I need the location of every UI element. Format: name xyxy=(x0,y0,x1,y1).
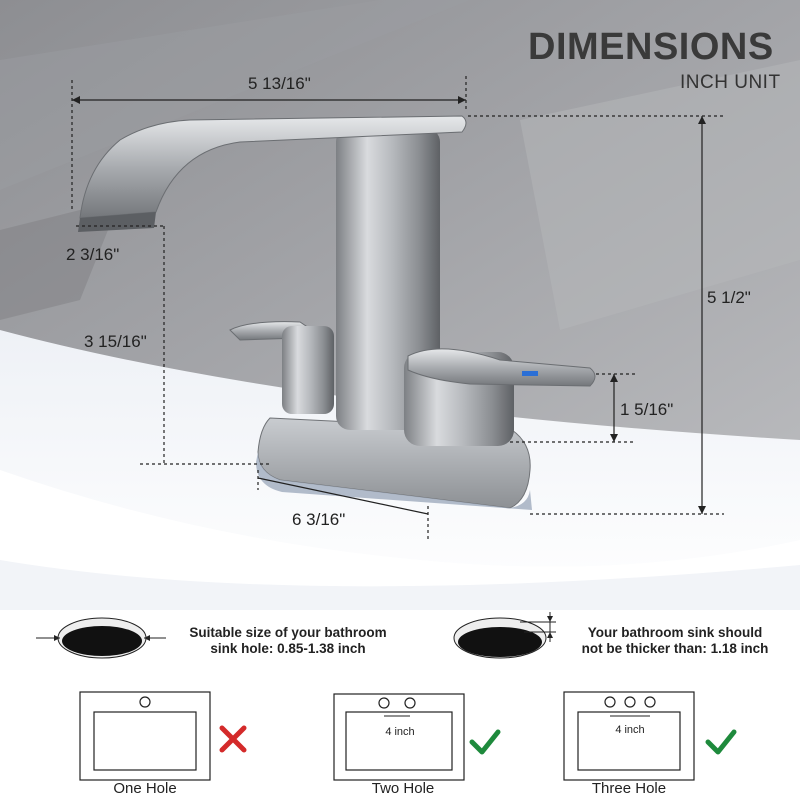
two-hole-caption: Two Hole xyxy=(371,780,435,797)
spout-height-label: 2 3/16" xyxy=(66,245,120,264)
total-height-label: 5 1/2" xyxy=(707,288,751,307)
check-icon xyxy=(469,729,501,755)
sink-hole-icon xyxy=(36,617,166,659)
spout-clearance-label: 3 15/16" xyxy=(84,332,147,351)
handle-height-label: 1 5/16" xyxy=(620,400,674,419)
check-icon xyxy=(705,729,737,755)
unit-label: INCH UNIT xyxy=(680,72,781,93)
two-hole-sink-icon xyxy=(333,693,465,781)
page-title: DIMENSIONS xyxy=(528,26,774,68)
sink-thickness-icon xyxy=(453,612,556,659)
one-hole-sink-icon xyxy=(79,691,211,781)
three-hole-caption: Three Hole xyxy=(591,780,667,797)
two-hole-spacing-label: 4 inch xyxy=(385,726,415,738)
faucet-spout xyxy=(79,115,467,219)
base-length-label: 6 3/16" xyxy=(292,510,346,529)
three-hole-spacing-label: 4 inch xyxy=(615,724,645,736)
one-hole-caption: One Hole xyxy=(113,780,177,797)
hole-size-note: Suitable size of your bathroom sink hole… xyxy=(189,625,387,656)
cross-icon xyxy=(219,725,247,753)
dimension-lines xyxy=(71,76,724,540)
three-hole-sink-icon xyxy=(563,691,695,781)
thickness-note: Your bathroom sink should not be thicker… xyxy=(581,625,769,656)
spout-length-label: 5 13/16" xyxy=(248,74,311,93)
